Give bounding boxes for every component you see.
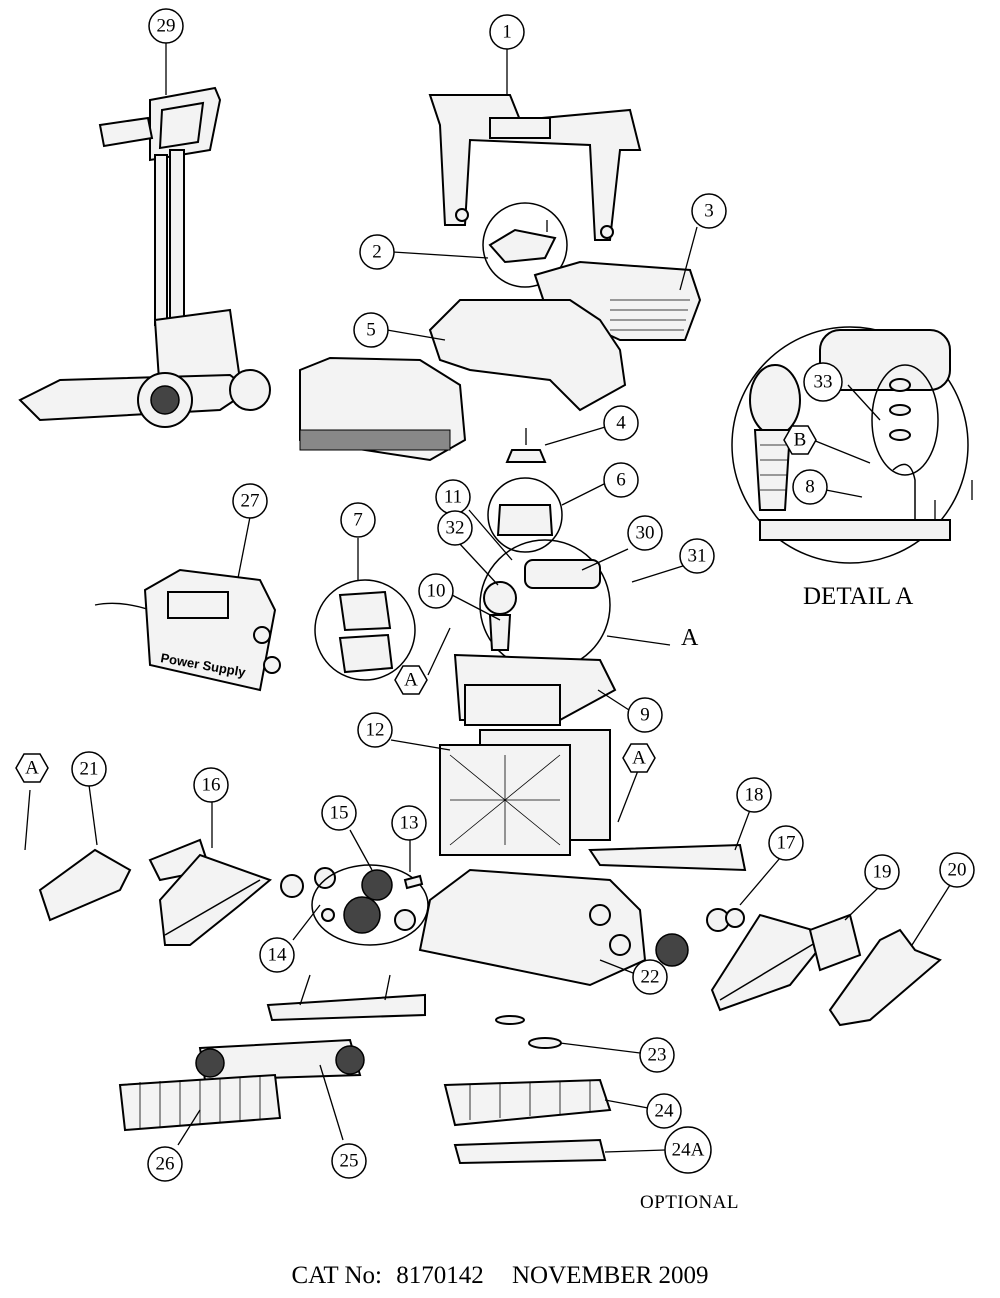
callout-9: 9	[627, 697, 663, 733]
callout-31-label: 31	[688, 546, 707, 567]
callout-10: 10	[418, 573, 454, 609]
top-covers	[299, 260, 702, 462]
callout-33: 33	[803, 362, 843, 402]
pump-base	[453, 653, 617, 726]
part-2-detail	[482, 202, 568, 288]
callout-7: 7	[340, 502, 376, 538]
callout-30: 30	[627, 515, 663, 551]
callout-3-label: 3	[704, 201, 714, 222]
callout-7-label: 7	[353, 510, 363, 531]
left-drive-parts	[38, 838, 429, 946]
part-7-detail	[314, 579, 416, 681]
callout-23-label: 23	[648, 1045, 667, 1066]
cat-number: 8170142	[396, 1262, 484, 1289]
detail-a-title: DETAIL A	[803, 583, 914, 610]
handle-assembly	[428, 94, 642, 241]
callout-25: 25	[331, 1143, 367, 1179]
callout-12: 12	[357, 712, 393, 748]
callout-26-label: 26	[156, 1154, 175, 1175]
callout-19: 19	[864, 854, 900, 890]
callout-24a: 24A	[664, 1126, 712, 1174]
callout-4: 4	[603, 405, 639, 441]
detail-ref-label: A	[681, 625, 699, 651]
parts-4-6	[487, 428, 563, 553]
callout-17-label: 17	[777, 833, 796, 854]
callout-24a-label: 24A	[672, 1140, 705, 1161]
lower-parts	[118, 974, 612, 1165]
callout-4-label: 4	[616, 413, 626, 434]
callout-24: 24	[646, 1093, 682, 1129]
callout-33-label: 33	[814, 372, 833, 393]
chassis-body	[418, 868, 647, 987]
callout-13-label: 13	[400, 813, 419, 834]
caddy-cart	[18, 86, 271, 428]
callout-23: 23	[639, 1037, 675, 1073]
callout-25-label: 25	[340, 1151, 359, 1172]
hex-marker-b: B	[783, 425, 817, 455]
callout-9-label: 9	[640, 705, 650, 726]
callout-29: 29	[148, 8, 184, 44]
leader-lines	[24, 42, 951, 1153]
callout-6: 6	[603, 462, 639, 498]
cat-prefix: CAT No:	[291, 1262, 382, 1289]
callout-3: 3	[691, 193, 727, 229]
callout-16: 16	[193, 767, 229, 803]
callout-12-label: 12	[366, 720, 385, 741]
hex-marker-a-1: A	[394, 665, 428, 695]
callout-17: 17	[768, 825, 804, 861]
callout-15-label: 15	[330, 803, 349, 824]
callout-31: 31	[679, 538, 715, 574]
callout-1-label: 1	[502, 22, 512, 43]
callout-27-label: 27	[241, 491, 260, 512]
callout-5-label: 5	[366, 320, 376, 341]
callout-5: 5	[353, 312, 389, 348]
cat-date: NOVEMBER 2009	[511, 1262, 709, 1289]
hex-marker-a-2: A	[622, 743, 656, 773]
hex-marker-b-label: B	[794, 430, 807, 451]
callout-14: 14	[259, 937, 295, 973]
callout-15: 15	[321, 795, 357, 831]
optional-note: OPTIONAL	[640, 1192, 739, 1213]
hex-marker-a-2-label: A	[632, 748, 646, 769]
hex-marker-a-1-label: A	[404, 670, 418, 691]
callout-26: 26	[147, 1146, 183, 1182]
callout-24-label: 24	[655, 1101, 675, 1122]
callout-20: 20	[939, 852, 975, 888]
right-drive-parts	[655, 908, 942, 1027]
callout-32-label: 32	[446, 518, 465, 539]
callout-22-label: 22	[641, 967, 660, 988]
callout-2-label: 2	[372, 242, 382, 263]
hex-marker-a-3: A	[15, 753, 49, 783]
callout-20-label: 20	[948, 860, 967, 881]
callout-1: 1	[489, 14, 525, 50]
callout-11-label: 11	[444, 487, 462, 508]
part-18	[588, 843, 747, 872]
callout-21-label: 21	[80, 759, 99, 780]
callout-29-label: 29	[157, 16, 176, 37]
callout-19-label: 19	[873, 862, 892, 883]
callout-2: 2	[359, 234, 395, 270]
callout-10-label: 10	[427, 581, 446, 602]
detail-a	[731, 326, 973, 564]
callout-14-label: 14	[268, 945, 288, 966]
callout-27: 27	[232, 483, 268, 519]
callout-11: 11	[435, 479, 471, 515]
catalog-footer: CAT No: 8170142 NOVEMBER 2009	[0, 1262, 1000, 1290]
callout-8: 8	[792, 469, 828, 505]
callout-8-label: 8	[805, 477, 815, 498]
callout-18-label: 18	[745, 785, 764, 806]
filter-cartridges	[439, 729, 611, 856]
callout-22: 22	[632, 959, 668, 995]
hex-marker-a-3-label: A	[25, 758, 39, 779]
power-supply: Power Supply	[94, 568, 281, 692]
callout-32: 32	[437, 510, 473, 546]
callout-16-label: 16	[202, 775, 221, 796]
callout-21: 21	[71, 751, 107, 787]
callout-18: 18	[736, 777, 772, 813]
motor-detail-circle	[479, 539, 611, 671]
callout-13: 13	[391, 805, 427, 841]
callout-30-label: 30	[636, 523, 655, 544]
callout-6-label: 6	[616, 470, 626, 491]
